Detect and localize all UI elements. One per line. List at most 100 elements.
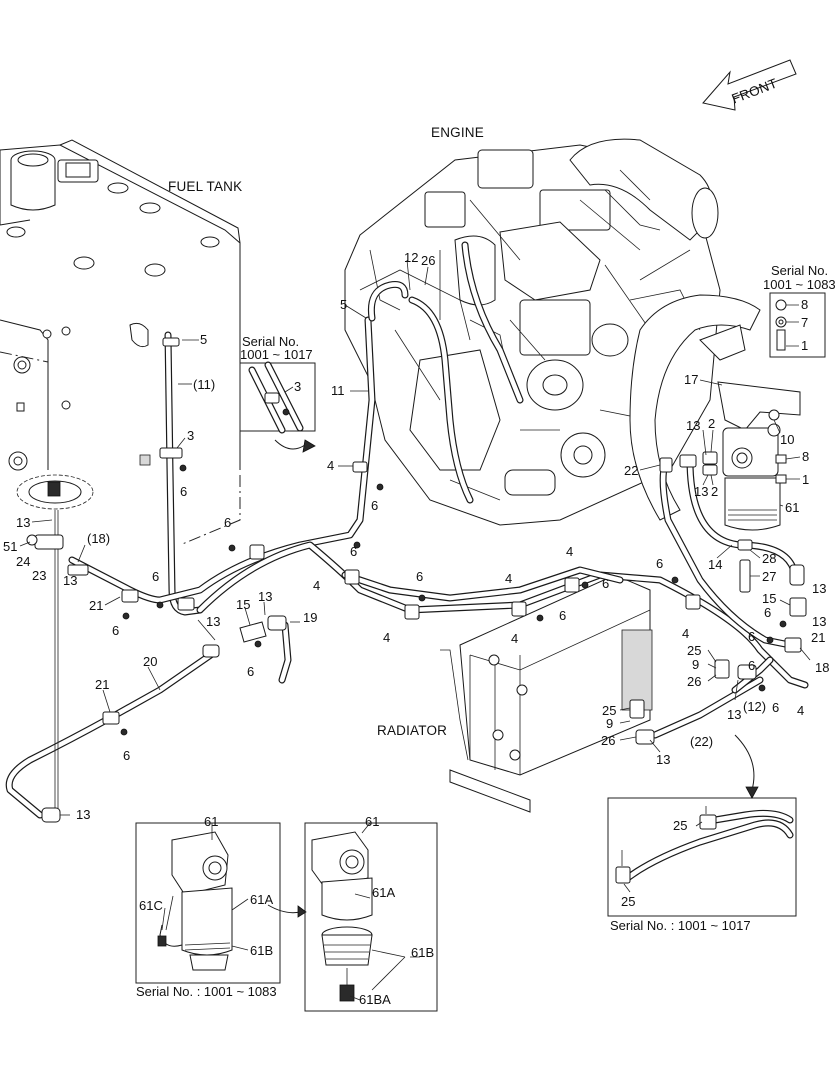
callout-17: 17 <box>684 372 698 387</box>
front-direction-arrow: FRONT <box>702 59 797 111</box>
callout-61B-left: 61B <box>250 943 273 958</box>
callout-6-tank: 6 <box>180 484 187 499</box>
callout-21c: 21 <box>811 630 825 645</box>
callout-5-engine: 5 <box>340 297 347 312</box>
callout-labels: 12 26 5 11 5 (11) 3 6 3 8 7 1 17 10 13 2… <box>3 250 829 1007</box>
callout-8b: 8 <box>802 449 809 464</box>
callout-6n: 6 <box>748 658 755 673</box>
callout-25d: 25 <box>621 894 635 909</box>
callout-13d: 13 <box>63 573 77 588</box>
callout-4g: 4 <box>682 626 689 641</box>
inset-hose-clip: Serial No. 1001 ~ 1017 <box>239 334 316 453</box>
callout-26b: 26 <box>601 733 615 748</box>
callout-23: 23 <box>32 568 46 583</box>
callout-4c: 4 <box>383 630 390 645</box>
callout-13j: 13 <box>727 707 741 722</box>
callout-9b: 9 <box>606 716 613 731</box>
callout-13k: 13 <box>656 752 670 767</box>
callout-18: 18 <box>815 660 829 675</box>
callout-6k: 6 <box>123 748 130 763</box>
callout-24: 24 <box>16 554 30 569</box>
inset-bracket-serial-line1: Serial No. <box>771 263 828 278</box>
callout-6c: 6 <box>152 569 159 584</box>
callout-13e: 13 <box>258 589 272 604</box>
callout-6g: 6 <box>602 576 609 591</box>
callout-3-inset: 3 <box>294 379 301 394</box>
fuel-tank: FUEL TANK <box>0 139 242 546</box>
callout-11-paren: (11) <box>193 377 215 392</box>
callout-13f: 13 <box>206 614 220 629</box>
callout-25a: 25 <box>687 643 701 658</box>
callout-3-tank: 3 <box>187 428 194 443</box>
callout-61B-right: 61B <box>411 945 434 960</box>
callout-4b: 4 <box>313 578 320 593</box>
callout-19: 19 <box>303 610 317 625</box>
callout-26-top: 26 <box>421 253 435 268</box>
callout-6f: 6 <box>416 569 423 584</box>
callout-13b: 13 <box>694 484 708 499</box>
callout-6j: 6 <box>247 664 254 679</box>
callout-12-paren: (12) <box>743 699 766 714</box>
callout-27: 27 <box>762 569 776 584</box>
inset-filter-left-serial: Serial No. : 1001 ~ 1083 <box>136 984 277 999</box>
callout-61-left: 61 <box>204 814 218 829</box>
callout-61C: 61C <box>139 898 163 913</box>
callout-6o: 6 <box>772 700 779 715</box>
callout-2a: 2 <box>708 416 715 431</box>
callout-5-tank: 5 <box>200 332 207 347</box>
callout-28: 28 <box>762 551 776 566</box>
callout-8a: 8 <box>801 297 808 312</box>
callout-11: 11 <box>331 383 345 398</box>
radiator-label: RADIATOR <box>377 723 447 738</box>
fuel-tank-label: FUEL TANK <box>168 179 242 194</box>
callout-61A-left: 61A <box>250 892 273 907</box>
callout-13c: 13 <box>16 515 30 530</box>
inset-arrow <box>267 904 301 914</box>
callout-4d: 4 <box>505 571 512 586</box>
callout-6d: 6 <box>224 515 231 530</box>
callout-22-paren: (22) <box>690 734 713 749</box>
engine-assembly: ENGINE <box>344 125 761 526</box>
callout-13g: 13 <box>76 807 90 822</box>
callout-21b: 21 <box>95 677 109 692</box>
callout-1a: 1 <box>801 338 808 353</box>
inset-lower-right-serial: Serial No. : 1001 ~ 1017 <box>610 918 751 933</box>
inset-hose-clip-serial-line2: 1001 ~ 1017 <box>240 347 313 362</box>
inset-hose-clip-serial-line1: Serial No. <box>242 334 299 349</box>
clamps-and-fittings <box>26 337 807 823</box>
callout-1b: 1 <box>802 472 809 487</box>
callout-12-top: 12 <box>404 250 418 265</box>
inset-filter-61-left <box>135 822 281 984</box>
inset-lower-right <box>607 734 797 917</box>
callout-9a: 9 <box>692 657 699 672</box>
callout-6a: 6 <box>371 498 378 513</box>
callout-61BA: 61BA <box>359 992 391 1007</box>
inset-bracket-bolts: Serial No. 1001 ~ 1083 <box>763 263 835 358</box>
callout-15a: 15 <box>236 597 250 612</box>
callout-25b: 25 <box>602 703 616 718</box>
callout-25c: 25 <box>673 818 687 833</box>
callout-51: 51 <box>3 539 17 554</box>
inset-bracket-serial-line2: 1001 ~ 1083 <box>763 277 835 292</box>
callout-10: 10 <box>780 432 794 447</box>
callout-4f: 4 <box>511 631 518 646</box>
callout-14: 14 <box>708 557 722 572</box>
callout-21a: 21 <box>89 598 103 613</box>
callout-6b: 6 <box>112 623 119 638</box>
callout-4e: 4 <box>566 544 573 559</box>
callout-6e: 6 <box>350 544 357 559</box>
leader-lines <box>19 259 811 1001</box>
callout-6i: 6 <box>656 556 663 571</box>
callout-6h: 6 <box>559 608 566 623</box>
engine-label: ENGINE <box>431 125 484 140</box>
callout-13h: 13 <box>812 581 826 596</box>
fuel-filter-main <box>717 381 801 593</box>
callout-4a: 4 <box>327 458 334 473</box>
callout-26a: 26 <box>687 674 701 689</box>
callout-7: 7 <box>801 315 808 330</box>
callout-13a: 13 <box>686 418 700 433</box>
callout-13i: 13 <box>812 614 826 629</box>
callout-15b: 15 <box>762 591 776 606</box>
callout-6l: 6 <box>764 605 771 620</box>
